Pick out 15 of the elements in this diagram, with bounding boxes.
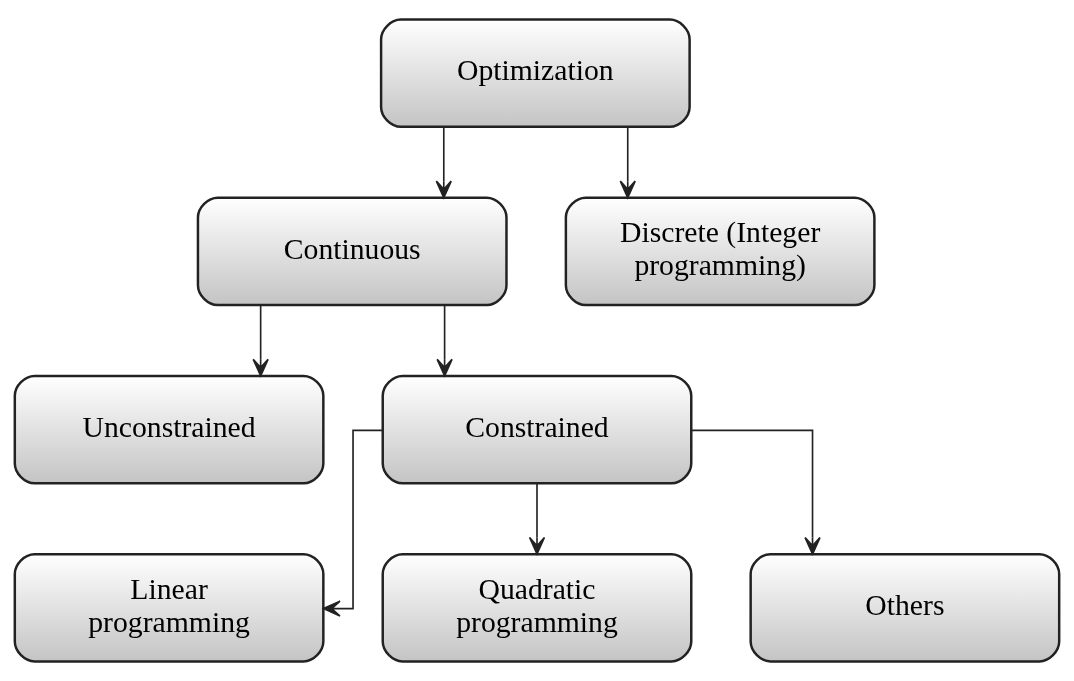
- arrow: [619, 126, 636, 199]
- node-box: Constrained: [381, 374, 693, 485]
- node-box: Continuous: [196, 196, 508, 307]
- arrow: [435, 126, 453, 199]
- arrow: [690, 429, 821, 555]
- node-box: Quadratic programming: [381, 552, 693, 663]
- node-box: Others: [749, 552, 1061, 663]
- arrow: [436, 304, 453, 377]
- node-box: Linear programming: [13, 552, 325, 663]
- node-box: Discrete (Integer programming): [564, 196, 876, 307]
- arrow: [252, 304, 269, 377]
- node-box: Unconstrained: [13, 374, 325, 485]
- arrow: [322, 429, 384, 617]
- node-box: Optimization: [379, 18, 691, 129]
- arrow: [528, 482, 546, 555]
